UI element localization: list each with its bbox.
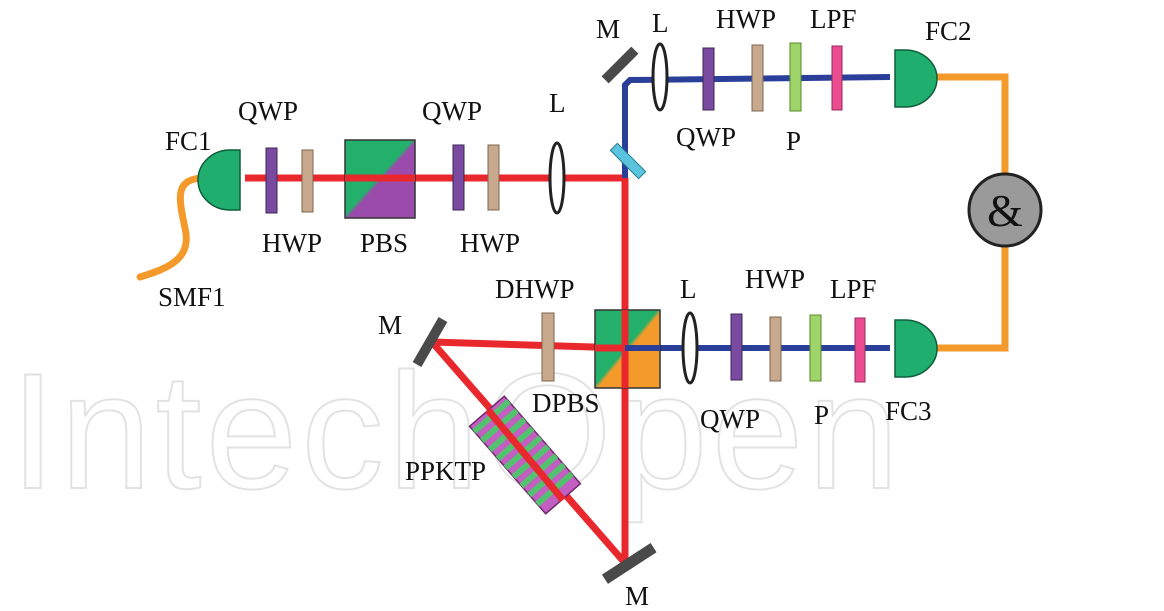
fc2-coupler bbox=[894, 49, 938, 108]
lpf-upper-label: LPF bbox=[810, 4, 857, 34]
fc3-coupler bbox=[894, 319, 938, 378]
ppktp-label: PPKTP bbox=[405, 456, 486, 486]
lpf-lower-label: LPF bbox=[830, 274, 877, 304]
lens-lower bbox=[681, 311, 699, 385]
lens-left-label: L bbox=[549, 88, 566, 118]
mirror-top-label: M bbox=[596, 14, 620, 44]
dpbs-label: DPBS bbox=[532, 388, 600, 418]
lens-top-label: L bbox=[652, 8, 669, 38]
smf1-label: SMF1 bbox=[158, 282, 226, 312]
photon-beam-upper bbox=[622, 74, 891, 178]
coincidence-symbol: & bbox=[987, 185, 1023, 236]
mirror-bottom bbox=[601, 543, 657, 584]
pump-beam-through-ppktp bbox=[485, 407, 566, 503]
lpf-upper bbox=[831, 45, 843, 111]
dichroic-mirror bbox=[609, 142, 647, 180]
qwp-lower-label: QWP bbox=[700, 404, 760, 434]
fc1-label: FC1 bbox=[165, 126, 212, 156]
hwp-left-label: HWP bbox=[262, 228, 322, 258]
pbs-label: PBS bbox=[360, 228, 408, 258]
dhwp-plate bbox=[541, 312, 555, 382]
hwp-left-plate bbox=[301, 149, 314, 213]
hwp-mid-label: HWP bbox=[460, 228, 520, 258]
hwp-mid-plate bbox=[487, 144, 500, 211]
hwp-upper-plate bbox=[751, 44, 764, 112]
mirror-top bbox=[601, 46, 639, 84]
hwp-upper-label: HWP bbox=[716, 4, 776, 34]
lens-lower-label: L bbox=[680, 274, 697, 304]
fiber-smf1 bbox=[136, 174, 209, 281]
lens-left bbox=[548, 141, 566, 215]
qwp-mid-label: QWP bbox=[422, 96, 482, 126]
fc2-label: FC2 bbox=[925, 16, 972, 46]
fc3-label: FC3 bbox=[885, 396, 932, 426]
mirror-left bbox=[412, 316, 448, 368]
hwp-lower-plate bbox=[769, 316, 782, 382]
mirror-left-label: M bbox=[378, 310, 402, 340]
polarizer-lower bbox=[809, 314, 822, 382]
p-upper-label: P bbox=[786, 126, 801, 156]
pump-beam-to-left-mirror bbox=[431, 338, 626, 352]
dhwp-label: DHWP bbox=[495, 274, 575, 304]
qwp-left-label: QWP bbox=[238, 96, 298, 126]
polarizer-upper bbox=[789, 42, 802, 112]
fc1-coupler bbox=[197, 149, 241, 211]
coincidence-detector bbox=[967, 172, 1043, 248]
lens-top bbox=[651, 42, 669, 112]
fiber-fc2-to-detector bbox=[935, 73, 1009, 180]
fiber-fc3-to-detector bbox=[935, 240, 1009, 352]
qwp-lower-plate bbox=[730, 313, 743, 381]
qwp-upper-label: QWP bbox=[676, 122, 736, 152]
qwp-left-plate bbox=[265, 147, 278, 214]
lpf-lower bbox=[854, 317, 866, 383]
mirror-bottom-label: M bbox=[625, 581, 649, 611]
hwp-lower-label: HWP bbox=[745, 264, 805, 294]
qwp-upper-plate bbox=[702, 47, 715, 111]
qwp-mid-plate bbox=[452, 144, 465, 211]
p-lower-label: P bbox=[814, 400, 829, 430]
